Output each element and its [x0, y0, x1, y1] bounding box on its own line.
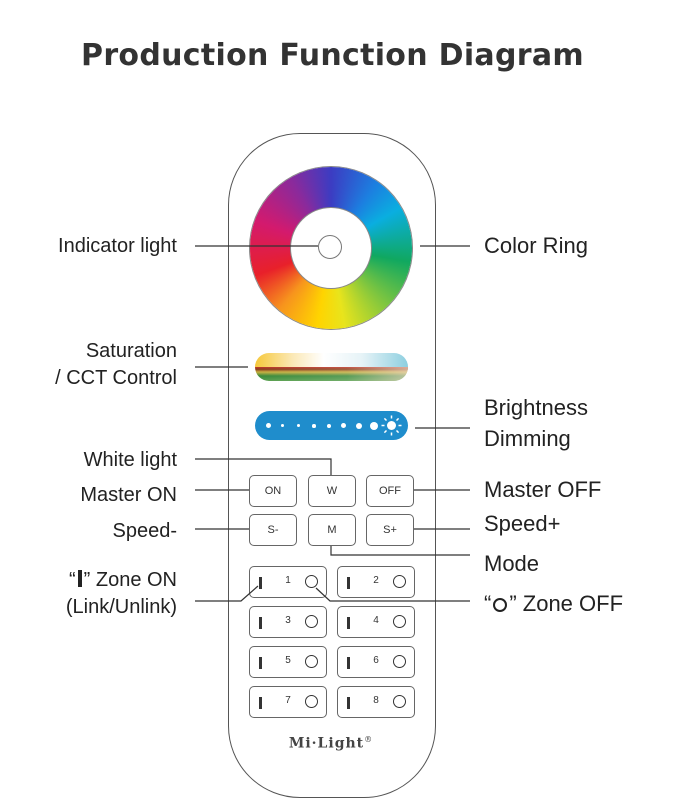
zone-number: 6 — [373, 655, 379, 666]
brightness-dot — [356, 422, 362, 429]
sun-icon — [381, 415, 402, 436]
label-cct-control: / CCT Control — [55, 367, 177, 389]
registered-mark: ® — [364, 735, 374, 744]
zone-button-4[interactable]: 4 — [337, 606, 415, 638]
label-speed-plus: Speed+ — [484, 511, 561, 536]
zone-off-icon — [393, 695, 406, 708]
saturation-gradient — [255, 353, 408, 367]
zone-button-6[interactable]: 6 — [337, 646, 415, 678]
zone-on-icon — [347, 577, 350, 589]
logo-text: Mi·Light — [288, 735, 365, 752]
brightness-slider[interactable] — [255, 411, 408, 440]
brightness-dot — [312, 424, 316, 428]
brightness-dot — [341, 423, 346, 428]
label-color-ring: Color Ring — [484, 233, 588, 258]
label-link-unlink: (Link/Unlink) — [65, 596, 177, 618]
brightness-min-icon — [266, 423, 271, 428]
zone-on-icon — [259, 657, 262, 669]
zone-number: 5 — [285, 655, 291, 666]
quote-open: “ — [484, 591, 492, 616]
brightness-dot — [370, 421, 378, 430]
brightness-dot — [297, 424, 300, 427]
mode-button[interactable]: M — [308, 514, 356, 546]
zone-on-icon — [347, 657, 350, 669]
zone-number: 8 — [373, 695, 379, 706]
zone-off-text: ” Zone OFF — [509, 591, 624, 616]
zone-button-3[interactable]: 3 — [249, 606, 327, 638]
label-master-off: Master OFF — [484, 477, 602, 502]
zone-number: 4 — [373, 615, 379, 626]
off-button[interactable]: OFF — [366, 475, 414, 507]
label-dimming: Dimming — [484, 426, 571, 451]
zone-off-icon — [493, 598, 508, 612]
label-master-on: Master ON — [80, 484, 177, 506]
zone-button-5[interactable]: 5 — [249, 646, 327, 678]
zone-off-icon — [393, 615, 406, 628]
zone-on-icon — [259, 577, 262, 589]
zone-on-icon — [347, 697, 350, 709]
zone-off-icon — [305, 695, 318, 708]
zone-off-icon — [393, 575, 406, 588]
on-button[interactable]: ON — [249, 475, 297, 507]
zone-off-callout — [315, 587, 470, 602]
zone-off-icon — [305, 655, 318, 668]
zone-off-icon — [305, 575, 318, 588]
cct-gradient — [255, 367, 408, 381]
page-title: Production Function Diagram — [81, 38, 584, 73]
zone-on-icon — [259, 697, 262, 709]
zone-on-icon — [77, 570, 82, 587]
speed-minus-button[interactable]: S- — [249, 514, 297, 546]
zone-button-2[interactable]: 2 — [337, 566, 415, 598]
zone-on-callout — [195, 585, 259, 602]
label-saturation: Saturation — [85, 340, 177, 362]
label-zone-off: “ ” Zone OFF — [484, 590, 623, 618]
zone-number: 1 — [285, 575, 291, 586]
zone-number: 2 — [373, 575, 379, 586]
label-white-light: White light — [83, 449, 177, 471]
speed-plus-button[interactable]: S+ — [366, 514, 414, 546]
zone-button-1[interactable]: 1 — [249, 566, 327, 598]
zone-on-icon — [259, 617, 262, 629]
zone-on-text: ” Zone ON — [83, 569, 177, 591]
label-mode: Mode — [484, 551, 540, 576]
white-light-callout — [195, 458, 332, 475]
zone-off-icon — [305, 615, 318, 628]
saturation-cct-slider[interactable] — [255, 353, 408, 381]
zone-button-8[interactable]: 8 — [337, 686, 415, 718]
label-speed-minus: Speed- — [112, 520, 178, 542]
label-zone-on: “ ” Zone ON — [69, 566, 177, 594]
indicator-light — [318, 235, 342, 259]
zone-number: 3 — [285, 615, 291, 626]
brightness-dot — [327, 423, 331, 428]
white-button[interactable]: W — [308, 475, 356, 507]
label-brightness: Brightness — [484, 395, 588, 420]
zone-on-icon — [347, 617, 350, 629]
label-indicator-light: Indicator light — [58, 235, 177, 257]
mode-callout — [330, 546, 470, 556]
zone-number: 7 — [285, 695, 291, 706]
zone-button-7[interactable]: 7 — [249, 686, 327, 718]
zone-off-icon — [393, 655, 406, 668]
brightness-dot — [281, 424, 284, 427]
brand-logo: Mi·Light® — [230, 735, 432, 752]
quote-open: “ — [68, 569, 76, 591]
